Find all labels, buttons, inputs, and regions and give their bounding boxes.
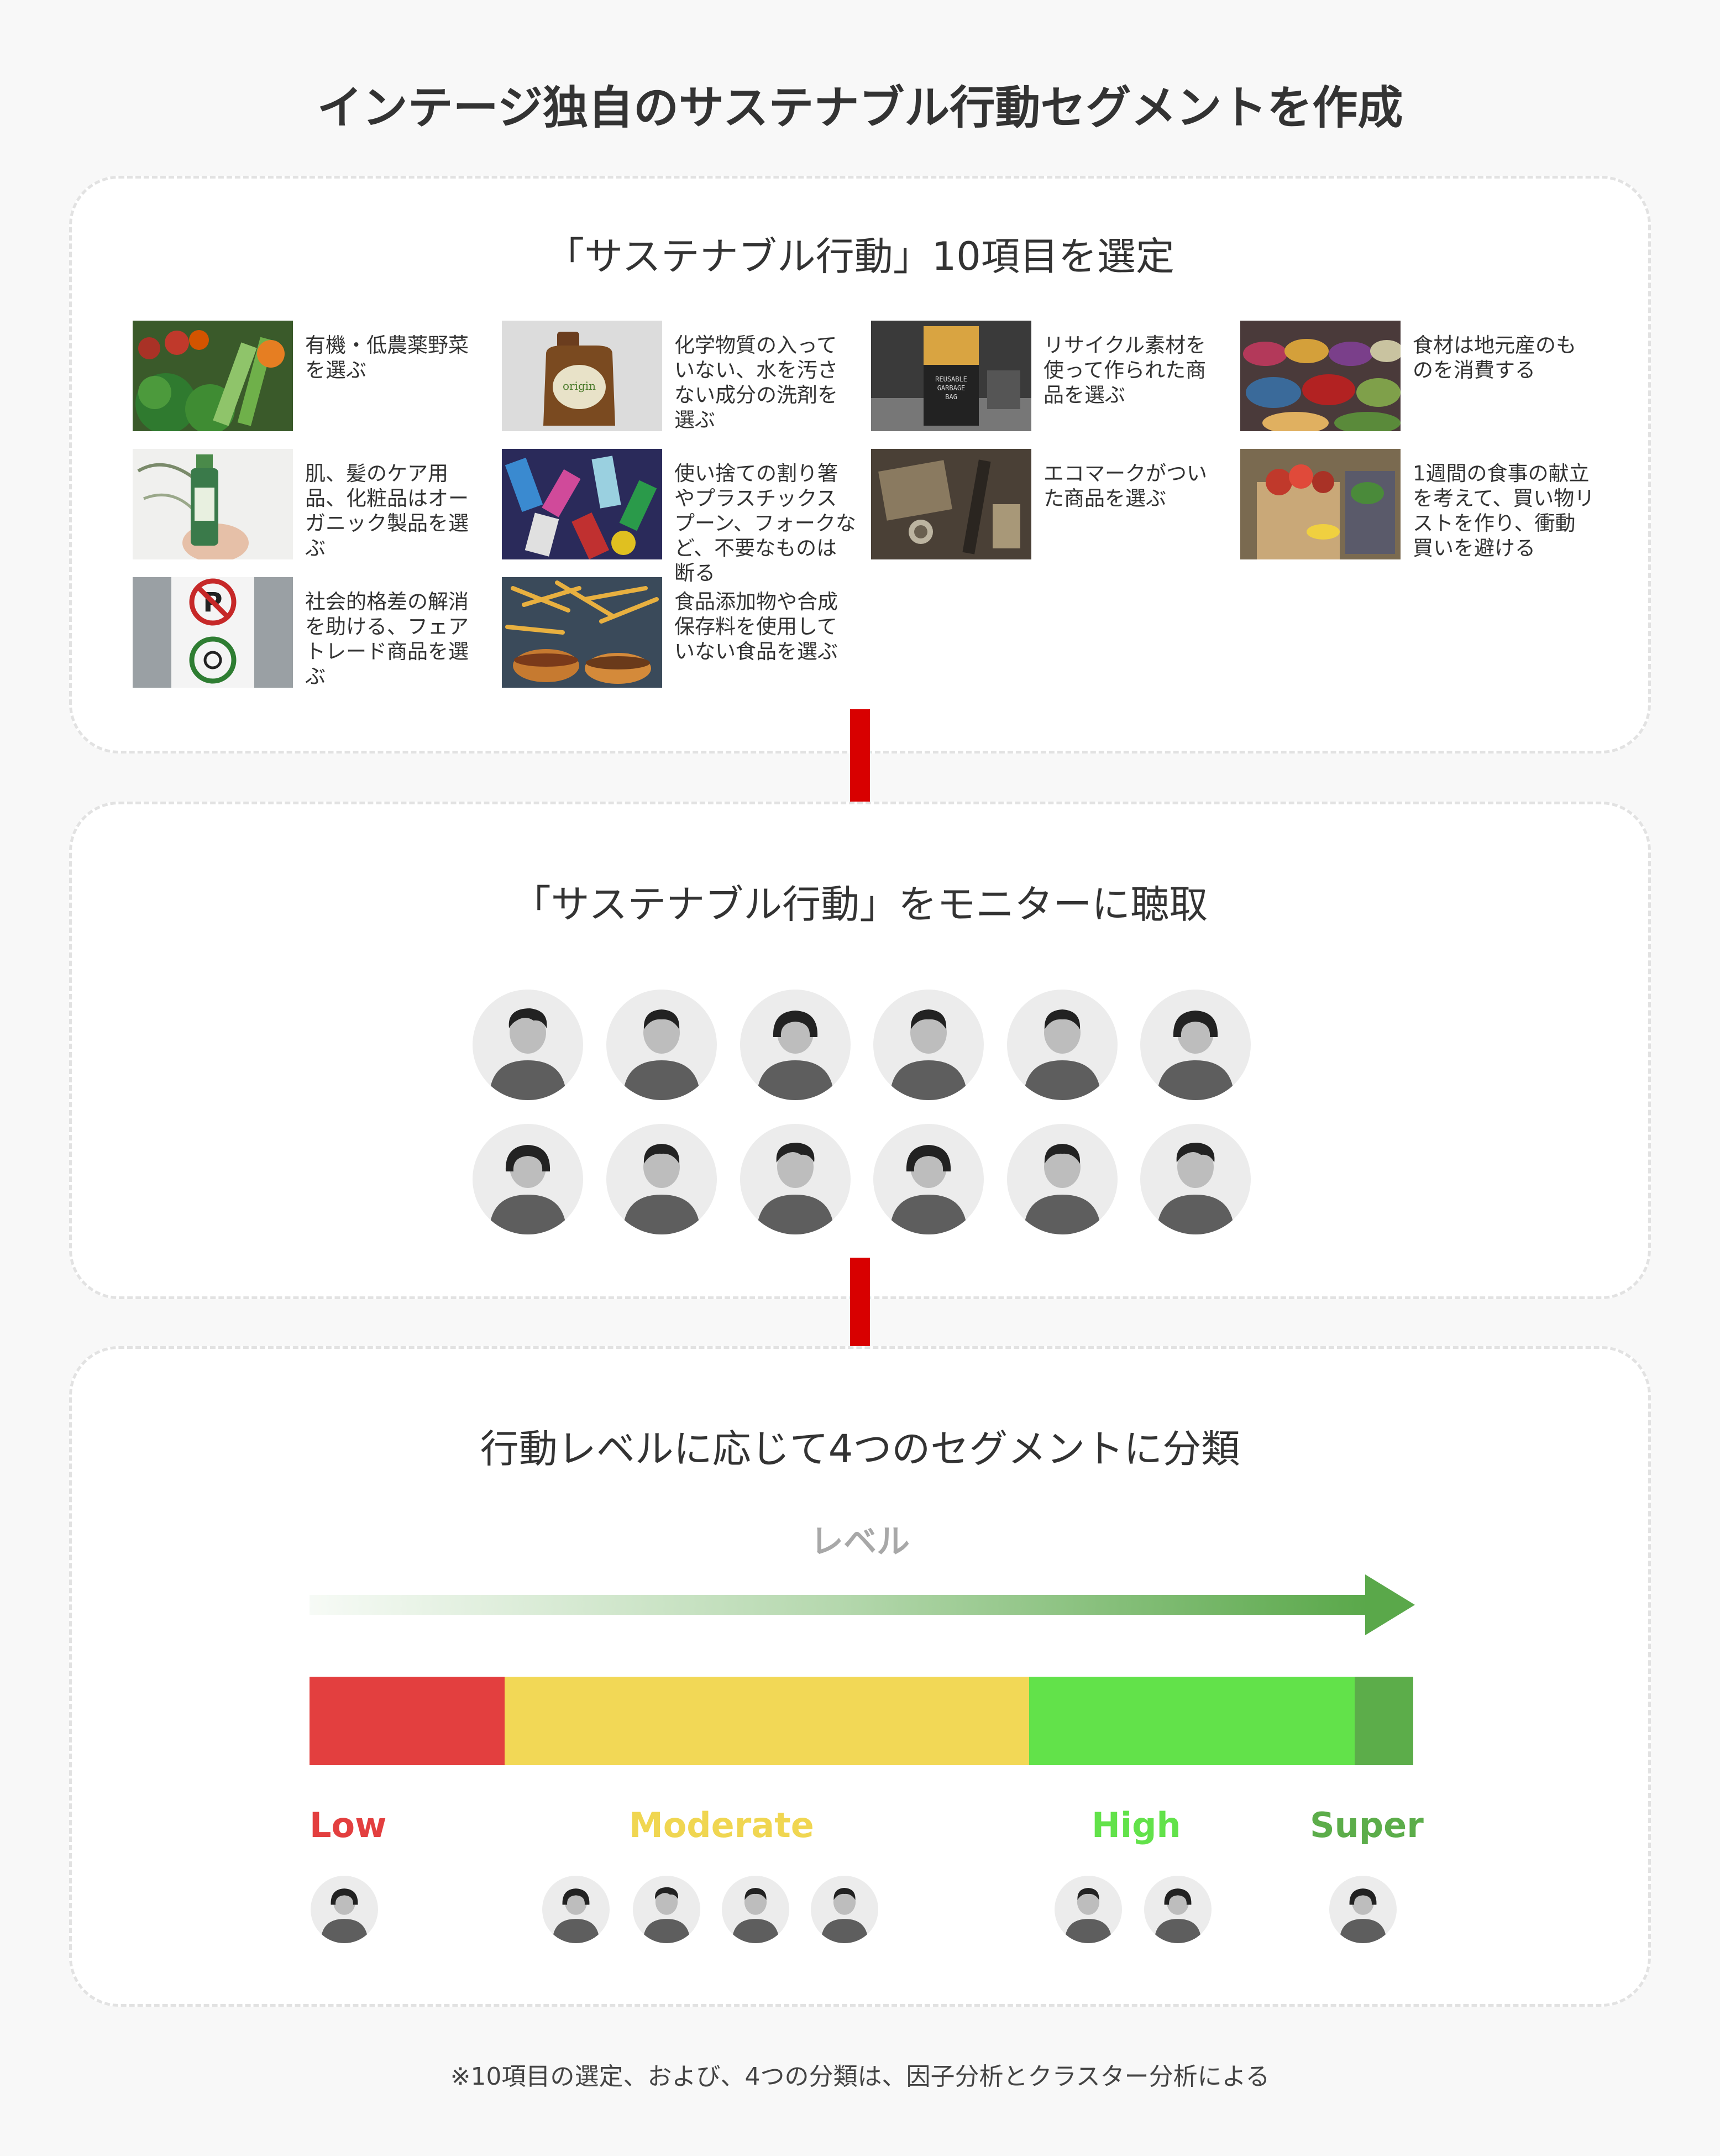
segment-person-icon [811,1876,878,1943]
behavior-item: P 社会的格差の解消を助ける、フェアトレード商品を選ぶ [133,577,486,688]
monitor-avatar-icon [740,1124,851,1234]
behavior-item-text: 有機・低農薬野菜を選ぶ [305,333,469,382]
behavior-item: 肌、髪のケア用品、化粧品はオーガニック製品を選ぶ [133,449,486,560]
eco-products-photo [871,449,1031,559]
reusable-garbage-bag-photo: REUSABLE GARBAGE BAG [871,321,1031,431]
segment-person-icon [542,1876,610,1943]
monitor-avatar-icon [873,990,984,1100]
segment-level-bar [310,1677,1413,1765]
monitor-avatar-icon [873,1124,984,1234]
segmentation-title: 行動レベルに応じて4つのセグメントに分類 [480,1426,1240,1472]
behavior-item: 食材は地元産のものを消費する [1240,321,1594,431]
segment-person-icon [722,1876,789,1943]
behavior-item: 1週間の食事の献立を考えて、買い物リストを作り、衝動買いを避ける [1240,449,1595,560]
behavior-item-text: 食材は地元産のものを消費する [1413,333,1576,382]
behavior-item-text: 社会的格差の解消を助ける、フェアトレード商品を選ぶ [305,590,469,688]
fast-food-photo [502,577,662,688]
segment-person-icon [311,1876,378,1943]
segment-label-low: Low [310,1805,387,1845]
monitor-avatar-icon [473,1124,583,1234]
svg-text:REUSABLE: REUSABLE [935,375,967,383]
segment-high [1029,1677,1355,1765]
footnote: ※10項目の選定、および、4つの分類は、因子分析とクラスター分析による [450,2063,1270,2091]
monitor-avatar-icon [1007,1124,1118,1234]
page-title: インテージ独自のサステナブル行動セグメントを作成 [317,82,1403,134]
level-axis-label: レベル [810,1522,910,1561]
signage-photo: P [133,577,293,688]
monitor-avatar-icon [606,990,717,1100]
level-gradient-arrow-icon [310,1574,1415,1635]
monitor-avatar-icon [606,1124,717,1234]
behavior-item: origin 化学物質の入っていない、水を汚さない成分の洗剤を選ぶ [502,321,856,432]
segment-super [1355,1677,1413,1765]
monitor-avatar-icon [1140,990,1251,1100]
svg-text:BAG: BAG [945,393,957,401]
monitor-avatar-icon [1140,1124,1251,1234]
svg-text:origin: origin [563,379,596,393]
behavior-item: 食品添加物や合成保存料を使用していない食品を選ぶ [502,577,856,688]
segment-moderate [505,1677,1029,1765]
vegetables-photo [133,321,293,431]
behavior-item: 使い捨ての割り箸やプラスチックスプーン、フォークなど、不要なものは断る [502,449,856,585]
behavior-item-text: 食品添加物や合成保存料を使用していない食品を選ぶ [674,590,838,663]
behavior-item: REUSABLE GARBAGE BAG リサイクル素材を使って作られた商品を選… [871,321,1225,431]
monitor-survey-title: 「サステナブル行動」をモニターに聴取 [512,882,1208,927]
grocery-bag-photo [1240,449,1401,559]
local-market-photo [1240,321,1401,431]
organic-cosmetics-photo [133,449,293,559]
behavior-item-text: エコマークがついた商品を選ぶ [1043,462,1207,510]
segment-label-super: Super [1310,1805,1424,1845]
plastic-waste-photo [502,449,662,559]
behavior-item-text: 1週間の食事の献立を考えて、買い物リストを作り、衝動買いを避ける [1413,462,1595,560]
monitor-avatar-icon [1007,990,1118,1100]
segment-person-icon [633,1876,700,1943]
segment-label-moderate: Moderate [629,1805,814,1845]
segment-person-icon [1144,1876,1212,1943]
detergent-bottle-photo: origin [502,321,662,431]
segment-label-high: High [1092,1805,1181,1845]
behavior-item-text: リサイクル素材を使って作られた商品を選ぶ [1043,333,1207,407]
behavior-selection-title: 「サステナブル行動」10項目を選定 [546,234,1174,279]
behavior-item-text: 化学物質の入っていない、水を汚さない成分の洗剤を選ぶ [674,333,838,432]
behavior-item-text: 肌、髪のケア用品、化粧品はオーガニック製品を選ぶ [305,462,469,560]
monitor-avatar-icon [473,990,583,1100]
segment-person-icon [1055,1876,1122,1943]
monitor-survey-panel: 「サステナブル行動」をモニターに聴取 [69,802,1651,1299]
behavior-item: 有機・低農薬野菜を選ぶ [133,321,486,431]
behavior-item-text: 使い捨ての割り箸やプラスチックスプーン、フォークなど、不要なものは断る [674,462,856,585]
svg-text:GARBAGE: GARBAGE [937,384,966,392]
segment-person-icon [1329,1876,1397,1943]
segment-low [310,1677,505,1765]
monitor-avatar-icon [740,990,851,1100]
behavior-item: エコマークがついた商品を選ぶ [871,449,1225,559]
